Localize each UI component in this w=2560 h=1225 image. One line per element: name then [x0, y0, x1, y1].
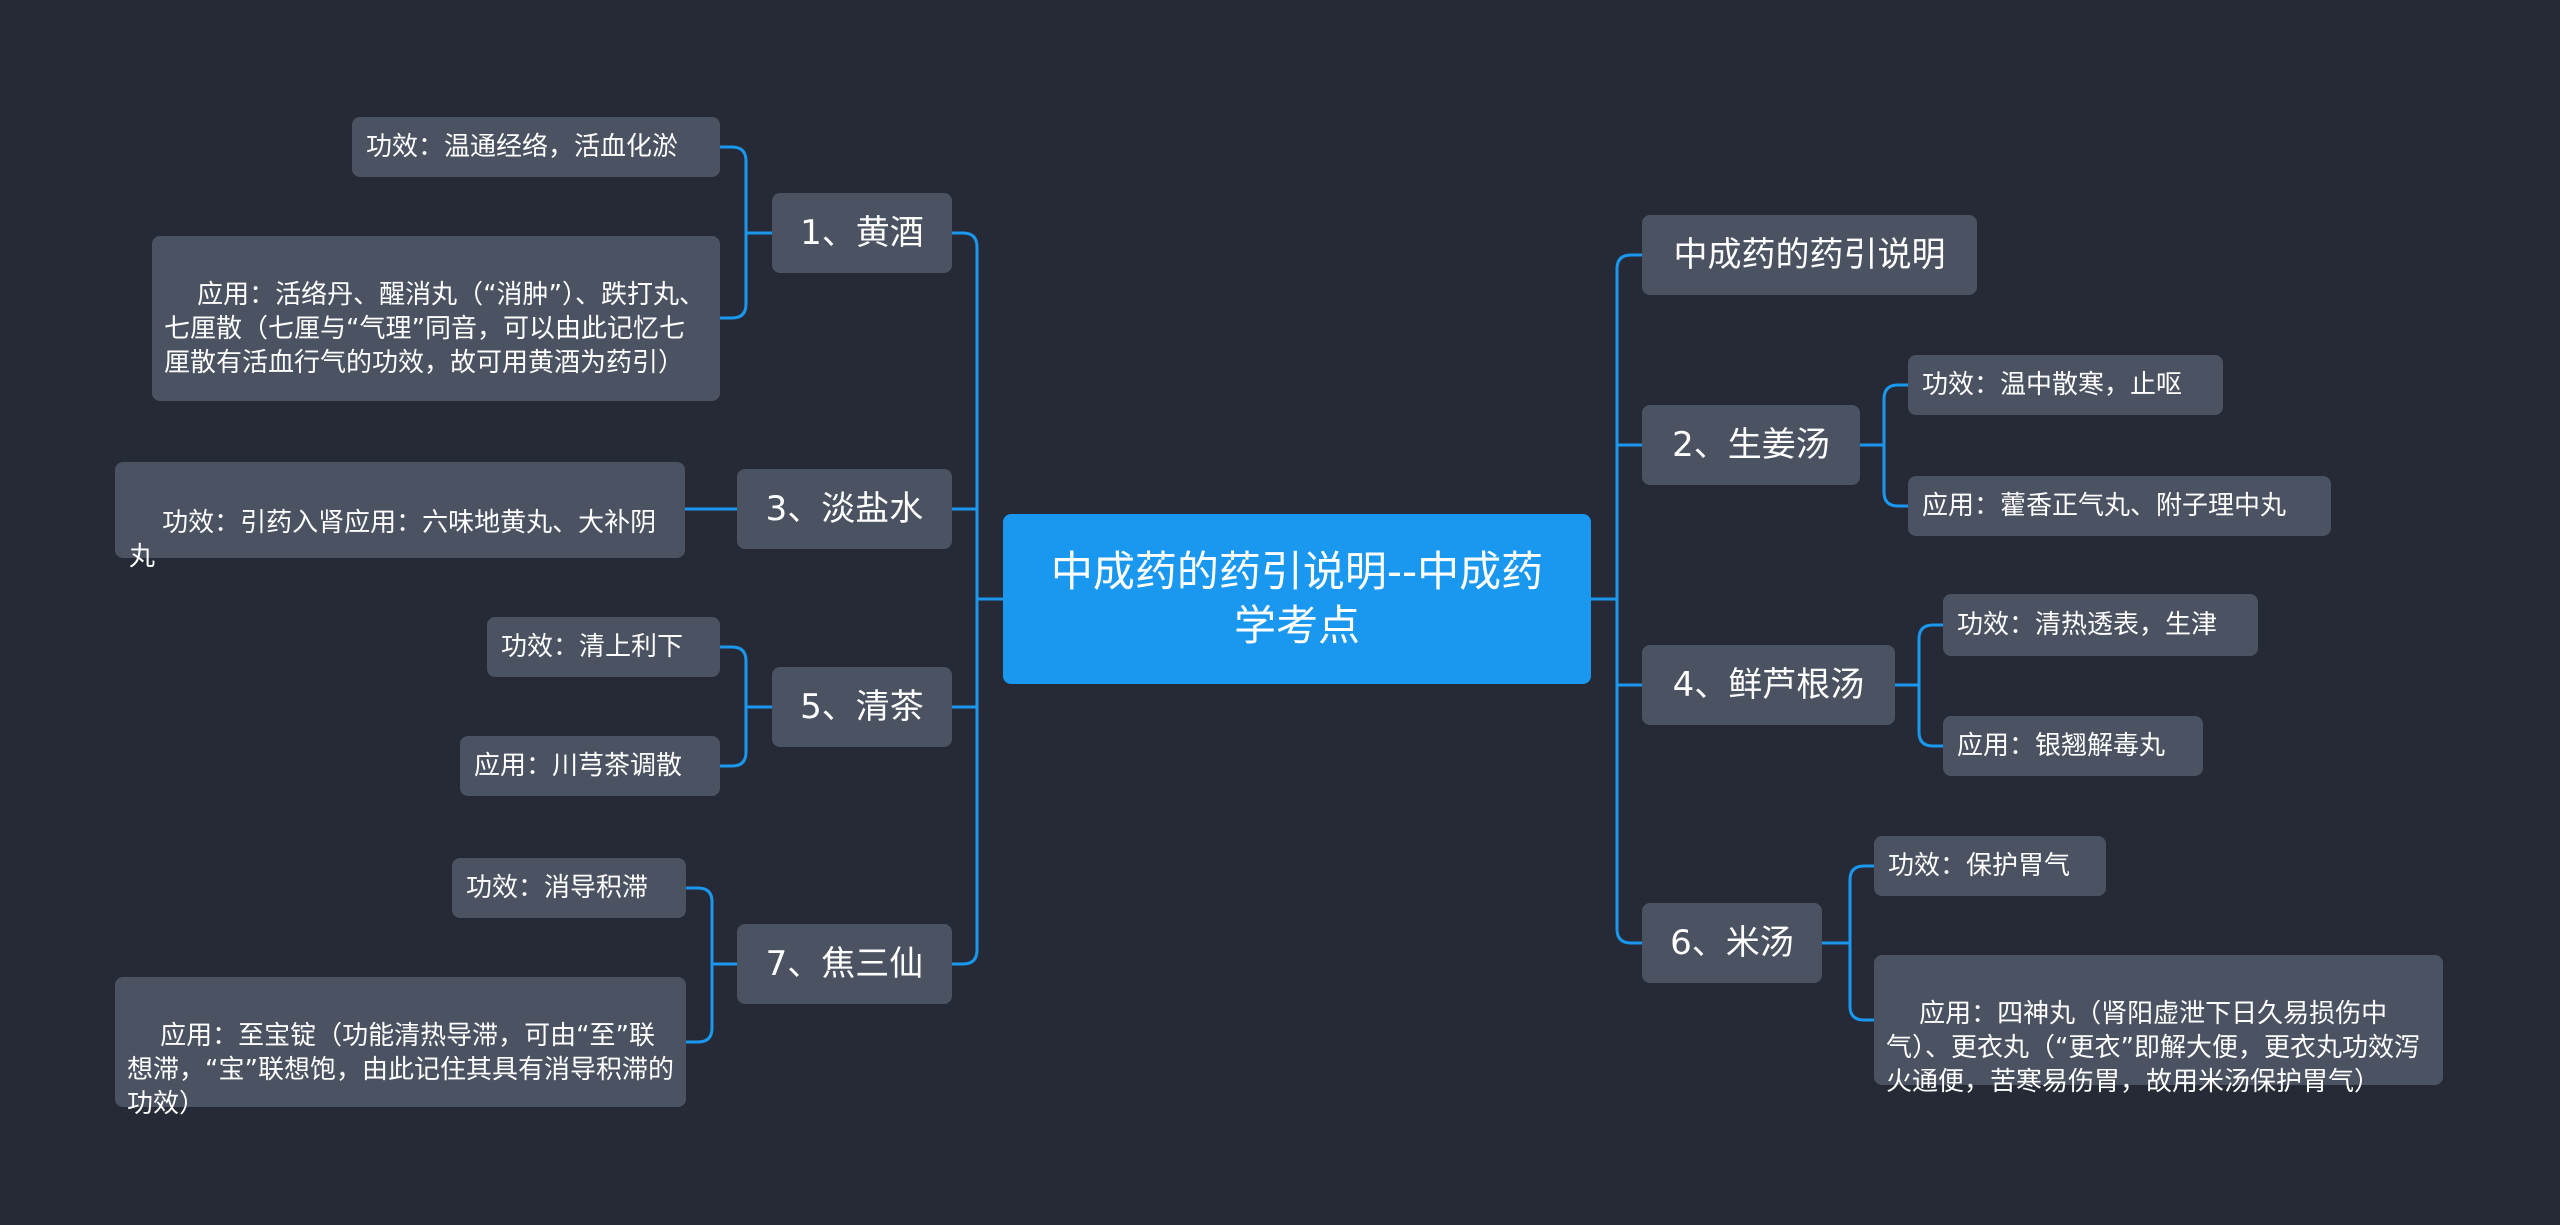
connector-qingcha-bottom — [718, 705, 748, 768]
connector-mitang-top — [1848, 864, 1876, 945]
branch-label: 5、清茶 — [800, 687, 924, 727]
leaf-text: 功效：清热透表，生津 — [1957, 610, 2218, 640]
leaf-shengjiangtang-effect[interactable]: 功效：温中散寒，止呕 — [1908, 355, 2223, 415]
branch-shengjiangtang[interactable]: 2、生姜汤 — [1642, 405, 1860, 485]
leaf-xianlugentang-effect[interactable]: 功效：清热透表，生津 — [1943, 594, 2258, 656]
leaf-mitang-effect[interactable]: 功效：保护胃气 — [1874, 836, 2106, 896]
connector-xianlugentang-top — [1917, 623, 1945, 687]
leaf-jiaosanxian-usage[interactable]: 应用：至宝锭（功能清热导滞，可由“至”联想滞，“宝”联想饱，由此记住其具有消导积… — [115, 977, 686, 1119]
leaf-text: 应用：至宝锭（功能清热导滞，可由“至”联想滞，“宝”联想饱，由此记住其具有消导积… — [127, 1021, 674, 1119]
branch-xianlugentang[interactable]: 4、鲜芦根汤 — [1642, 645, 1895, 725]
branch-jiaosanxian[interactable]: 7、焦三仙 — [737, 924, 952, 1004]
root-node[interactable]: 中成药的药引说明--中成药学考点 — [1003, 514, 1591, 684]
connector-jiaosanxian-top — [684, 886, 714, 966]
connector-jiaosanxian-bottom — [684, 962, 714, 1044]
connector-shengjiangtang-bottom — [1882, 443, 1910, 508]
leaf-mitang-usage[interactable]: 应用：四神丸（肾阳虚泄下日久易损伤中气）、更衣丸（“更衣”即解大便，更衣丸功效泻… — [1874, 955, 2443, 1097]
leaf-qingcha-usage[interactable]: 应用：川芎茶调散 — [460, 736, 720, 796]
leaf-text: 功效：引药入肾应用：六味地黄丸、大补阴丸 — [129, 508, 657, 572]
connector-left-7 — [950, 597, 979, 966]
leaf-text: 应用：藿香正气丸、附子理中丸 — [1922, 491, 2287, 521]
branch-label: 1、黄酒 — [800, 213, 924, 253]
branch-label: 中成药的药引说明 — [1673, 235, 1946, 275]
leaf-jiaosanxian-effect[interactable]: 功效：消导积滞 — [452, 858, 686, 918]
connector-shengjiangtang-top — [1882, 383, 1910, 447]
branch-label: 4、鲜芦根汤 — [1672, 665, 1865, 705]
leaf-text: 功效：消导积滞 — [466, 873, 649, 903]
branch-label: 3、淡盐水 — [765, 489, 924, 529]
branch-qingcha[interactable]: 5、清茶 — [772, 667, 952, 747]
branch-intro[interactable]: 中成药的药引说明 — [1642, 215, 1977, 295]
leaf-text: 功效：温中散寒，止呕 — [1922, 370, 2183, 400]
leaf-xianlugentang-usage[interactable]: 应用：银翘解毒丸 — [1943, 716, 2203, 776]
connector-right-intro — [1615, 253, 1644, 601]
leaf-text: 应用：川芎茶调散 — [474, 751, 683, 781]
leaf-text: 功效：保护胃气 — [1888, 851, 2071, 881]
connector-qingcha-top — [718, 645, 748, 709]
connector-left-1 — [950, 231, 979, 601]
branch-label: 6、米汤 — [1670, 923, 1794, 963]
leaf-text: 功效：温通经络，活血化淤 — [366, 132, 679, 162]
leaf-qingcha-effect[interactable]: 功效：清上利下 — [487, 617, 720, 677]
leaf-huangjiu-effect[interactable]: 功效：温通经络，活血化淤 — [352, 117, 720, 177]
leaf-text: 应用：银翘解毒丸 — [1957, 731, 2166, 761]
connector-mitang-bottom — [1848, 941, 1876, 1022]
connector-huangjiu-top — [718, 145, 748, 235]
connector-huangjiu-bottom — [718, 231, 748, 320]
branch-label: 2、生姜汤 — [1672, 425, 1830, 465]
branch-mitang[interactable]: 6、米汤 — [1642, 903, 1822, 983]
branch-danyanshui[interactable]: 3、淡盐水 — [737, 469, 952, 549]
root-title: 中成药的药引说明--中成药学考点 — [1050, 547, 1544, 650]
leaf-text: 功效：清上利下 — [501, 632, 684, 662]
connector-xianlugentang-bottom — [1917, 683, 1945, 748]
branch-huangjiu[interactable]: 1、黄酒 — [772, 193, 952, 273]
leaf-text: 应用：活络丹、醒消丸（“消肿”）、跌打丸、七厘散（七厘与“气理”同音，可以由此记… — [164, 280, 706, 378]
leaf-huangjiu-usage[interactable]: 应用：活络丹、醒消丸（“消肿”）、跌打丸、七厘散（七厘与“气理”同音，可以由此记… — [152, 236, 720, 401]
branch-label: 7、焦三仙 — [765, 944, 924, 984]
leaf-text: 应用：四神丸（肾阳虚泄下日久易损伤中气）、更衣丸（“更衣”即解大便，更衣丸功效泻… — [1886, 999, 2420, 1097]
leaf-shengjiangtang-usage[interactable]: 应用：藿香正气丸、附子理中丸 — [1908, 476, 2331, 536]
connector-right-6 — [1615, 597, 1644, 945]
leaf-danyanshui-effect[interactable]: 功效：引药入肾应用：六味地黄丸、大补阴丸 — [115, 462, 685, 572]
